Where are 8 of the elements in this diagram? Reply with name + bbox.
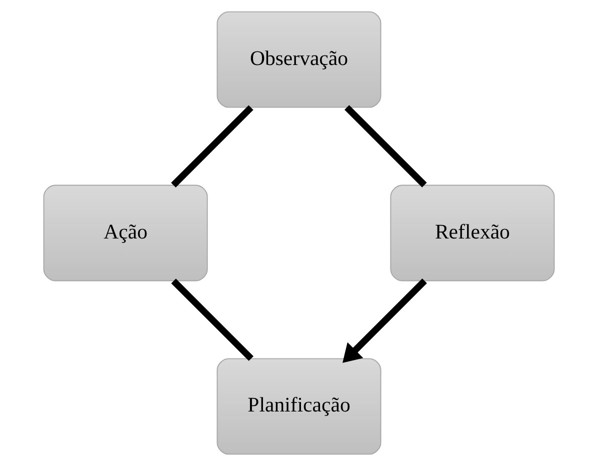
arrow bbox=[342, 278, 427, 363]
connector bbox=[171, 105, 254, 188]
node-box: Planificação bbox=[216, 358, 382, 455]
connector bbox=[344, 105, 427, 188]
node-box: Ação bbox=[43, 184, 208, 282]
node-box: Observação bbox=[216, 11, 382, 108]
node-box: Reflexão bbox=[390, 184, 555, 282]
connector bbox=[171, 278, 254, 361]
